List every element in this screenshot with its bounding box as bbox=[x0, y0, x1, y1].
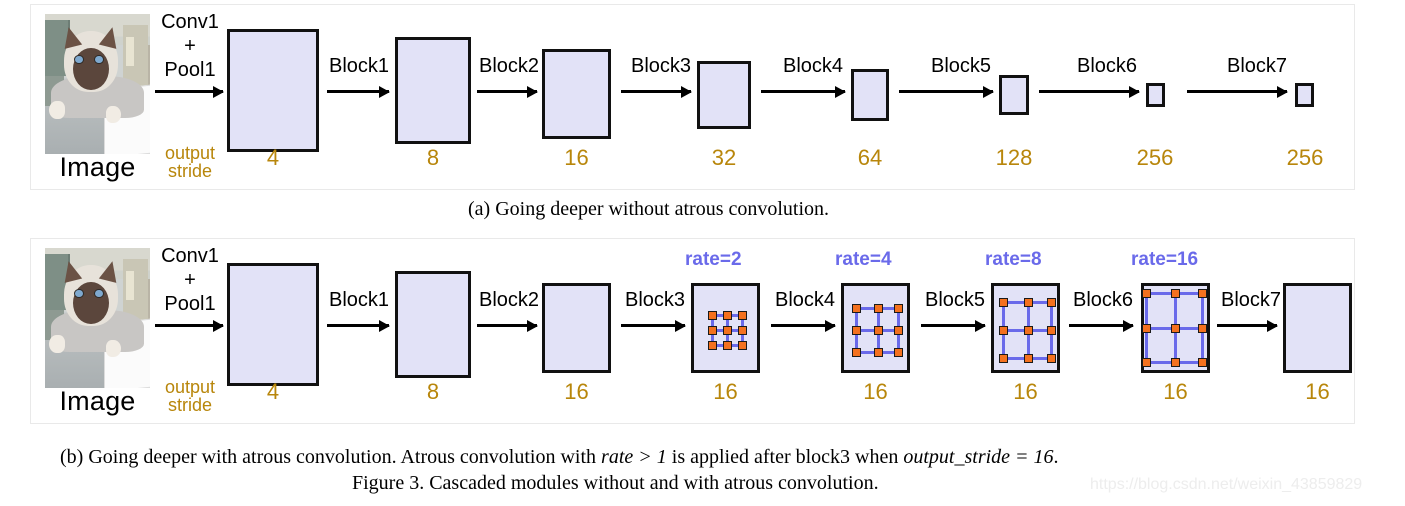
arrow-b-3 bbox=[621, 324, 685, 327]
arrow-a-2 bbox=[477, 90, 537, 93]
input-image-a bbox=[45, 14, 150, 154]
arrow-a-3 bbox=[621, 90, 691, 93]
caption-b-part1: (b) Going deeper with atrous convolution… bbox=[60, 446, 602, 468]
feature-block-b-3 bbox=[542, 283, 611, 373]
feature-block-a-2 bbox=[395, 37, 471, 144]
feature-block-b-7 bbox=[1141, 283, 1210, 373]
arrow-b-4 bbox=[771, 324, 835, 327]
stride-value-b-6: 16 bbox=[1013, 379, 1038, 404]
stride-value-b-8: 16 bbox=[1305, 379, 1330, 404]
atrous-grid-rate4 bbox=[852, 304, 904, 358]
atrous-grid-rate2 bbox=[708, 311, 748, 351]
arrow-b-5 bbox=[921, 324, 985, 327]
stride-value-a-7: 256 bbox=[1136, 145, 1174, 170]
atrous-grid-rate8 bbox=[999, 298, 1057, 364]
atrous-grid-rate16 bbox=[1142, 289, 1208, 367]
stride-value-b-5: 16 bbox=[863, 379, 888, 404]
feature-block-a-5 bbox=[851, 69, 889, 121]
stride-value-b-3: 16 bbox=[564, 379, 589, 404]
rate-label-2: rate=4 bbox=[835, 249, 892, 270]
arrow-label-b-2: Block2 bbox=[479, 289, 540, 311]
caption-b: (b) Going deeper with atrous convolution… bbox=[60, 446, 1059, 469]
caption-b-part3: . bbox=[1053, 446, 1059, 468]
watermark: https://blog.csdn.net/weixin_43859829 bbox=[1090, 476, 1363, 493]
panel-b-with-atrous: Image Conv1 + Pool1 output stride bbox=[30, 238, 1355, 424]
arrow-label-a-4: Block4 bbox=[783, 55, 844, 77]
arrow-a-1 bbox=[327, 90, 389, 93]
arrow-label-a-2: Block2 bbox=[479, 55, 540, 77]
feature-block-b-2 bbox=[395, 271, 471, 378]
panel-a-no-atrous: Image Conv1 + Pool1 output stride Block1… bbox=[30, 4, 1355, 190]
feature-block-a-3 bbox=[542, 49, 611, 139]
arrow-label-b-1: Block1 bbox=[329, 289, 390, 311]
pool1-label-b: Pool1 bbox=[164, 293, 216, 315]
arrow-a-4 bbox=[761, 90, 845, 93]
arrow-label-a-5: Block5 bbox=[931, 55, 992, 77]
feature-block-a-8 bbox=[1295, 83, 1314, 107]
rate-label-3: rate=8 bbox=[985, 249, 1042, 270]
plus-label-a: + bbox=[184, 35, 196, 57]
arrow-label-a-3: Block3 bbox=[631, 55, 692, 77]
stride-value-b-7: 16 bbox=[1163, 379, 1188, 404]
stride-value-a-1: 4 bbox=[266, 145, 280, 170]
arrow-b-7 bbox=[1217, 324, 1277, 327]
stride-value-a-8: 256 bbox=[1286, 145, 1324, 170]
stride-value-a-5: 64 bbox=[857, 145, 883, 170]
arrow-conv1-b bbox=[155, 324, 223, 327]
arrow-label-b-6: Block6 bbox=[1073, 289, 1134, 311]
feature-block-b-1 bbox=[227, 263, 319, 386]
rate-label-4: rate=16 bbox=[1131, 249, 1199, 270]
stride-value-b-4: 16 bbox=[713, 379, 738, 404]
image-label-a: Image bbox=[59, 152, 136, 182]
feature-block-b-4 bbox=[691, 283, 760, 373]
arrow-label-b-5: Block5 bbox=[925, 289, 986, 311]
feature-block-a-6 bbox=[999, 75, 1029, 115]
arrow-a-6 bbox=[1039, 90, 1139, 93]
feature-block-b-6 bbox=[991, 283, 1060, 373]
caption-b-math-rate: rate > 1 bbox=[601, 446, 667, 468]
output-stride-label-b: output stride bbox=[164, 377, 216, 416]
rate-label-1: rate=2 bbox=[685, 249, 742, 270]
stride-value-b-2: 8 bbox=[426, 379, 440, 404]
feature-block-b-8 bbox=[1283, 283, 1352, 373]
arrow-label-b-4: Block4 bbox=[775, 289, 836, 311]
conv1-label-b: Conv1 bbox=[161, 245, 219, 267]
caption-b-math-stride: output_stride = 16 bbox=[903, 446, 1054, 468]
output-stride-label-a: output stride bbox=[164, 143, 216, 182]
arrow-b-1 bbox=[327, 324, 389, 327]
feature-block-a-1 bbox=[227, 29, 319, 152]
stride-value-a-2: 8 bbox=[426, 145, 440, 170]
stride-value-a-6: 128 bbox=[995, 145, 1033, 170]
arrow-b-2 bbox=[477, 324, 537, 327]
conv1-label-a: Conv1 bbox=[161, 11, 219, 33]
image-label-b: Image bbox=[59, 386, 136, 416]
arrow-label-a-6: Block6 bbox=[1077, 55, 1138, 77]
plus-label-b: + bbox=[184, 269, 196, 291]
feature-block-a-7 bbox=[1146, 83, 1165, 107]
arrow-label-a-7: Block7 bbox=[1227, 55, 1288, 77]
stride-value-a-3: 16 bbox=[564, 145, 589, 170]
feature-block-b-5 bbox=[841, 283, 910, 373]
caption-b-part2: is applied after block3 when bbox=[666, 446, 904, 468]
arrow-a-7 bbox=[1187, 90, 1287, 93]
figure-caption: Figure 3. Cascaded modules without and w… bbox=[352, 472, 879, 494]
arrow-label-b-3: Block3 bbox=[625, 289, 686, 311]
feature-block-a-4 bbox=[697, 61, 751, 129]
arrow-b-6 bbox=[1069, 324, 1133, 327]
arrow-conv1-a bbox=[155, 90, 223, 93]
arrow-label-b-7: Block7 bbox=[1221, 289, 1282, 311]
input-image-b bbox=[45, 248, 150, 388]
caption-a: (a) Going deeper without atrous convolut… bbox=[468, 198, 830, 220]
arrow-label-a-1: Block1 bbox=[329, 55, 390, 77]
pool1-label-a: Pool1 bbox=[164, 59, 216, 81]
stride-value-b-1: 4 bbox=[266, 379, 280, 404]
arrow-a-5 bbox=[899, 90, 993, 93]
stride-value-a-4: 32 bbox=[711, 145, 737, 170]
